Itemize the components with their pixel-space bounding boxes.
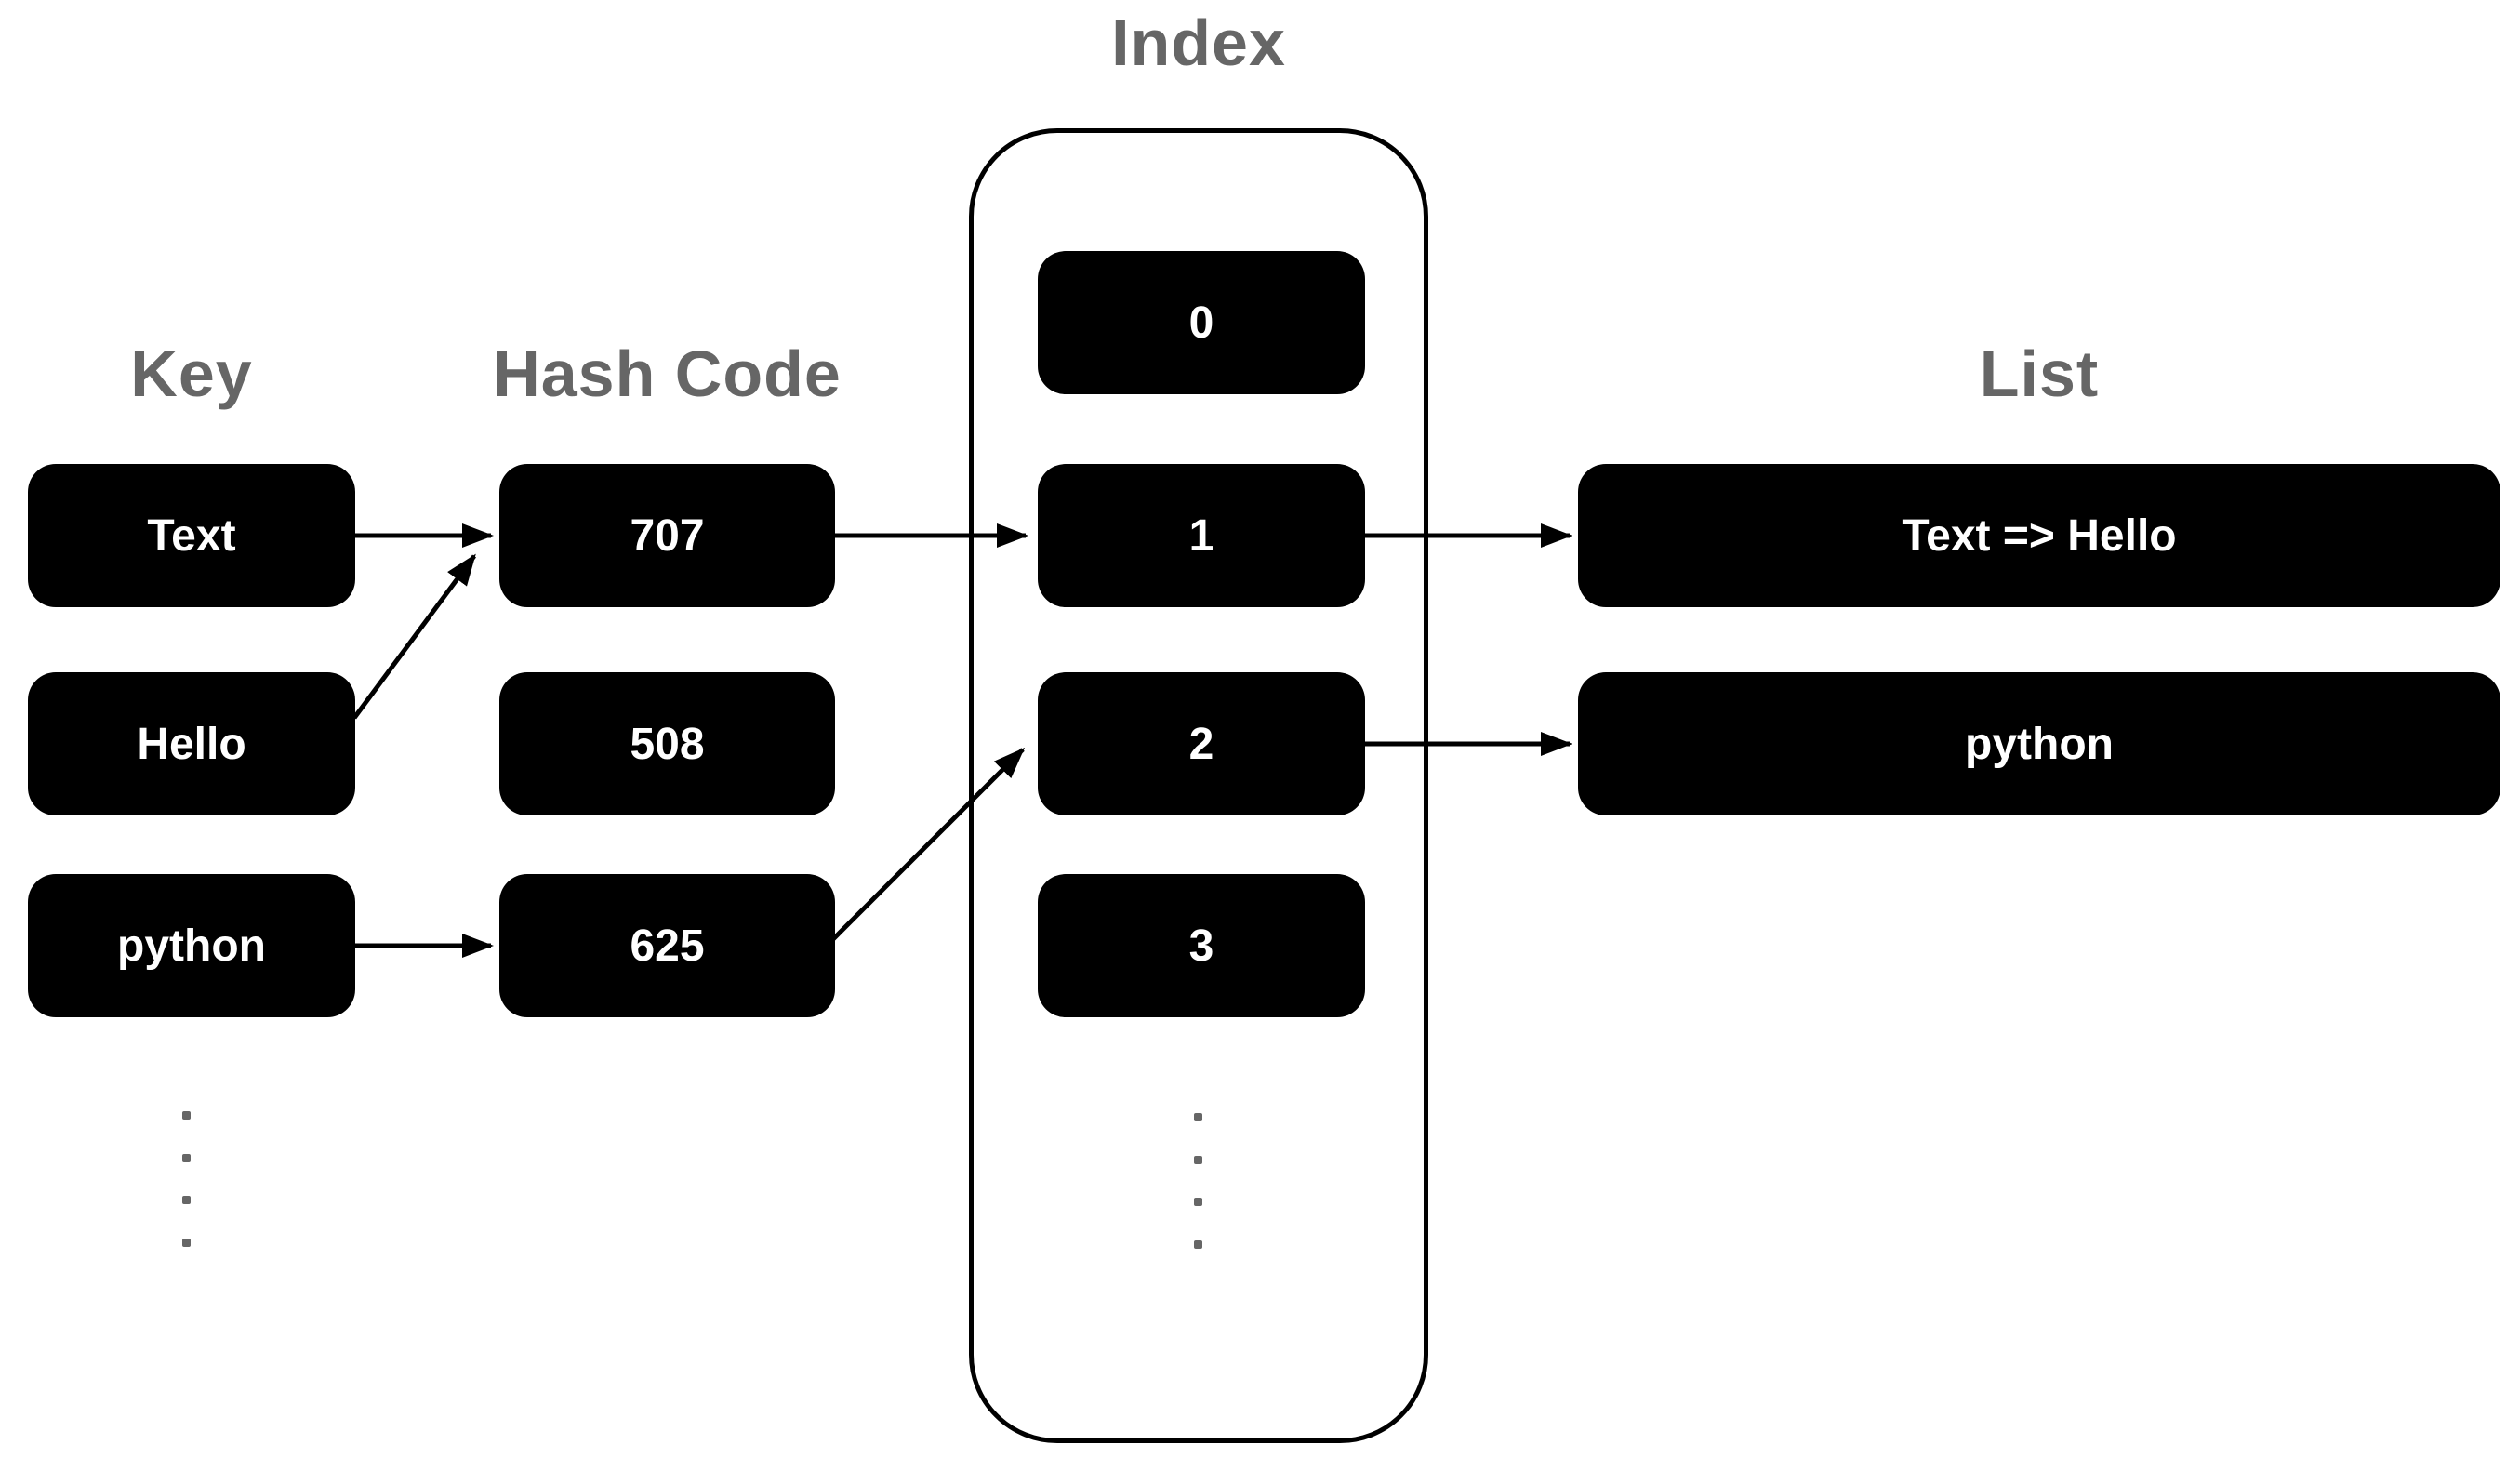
arrow-key-hello-to-hash-707 xyxy=(351,553,477,720)
ellipsis-dot xyxy=(182,1239,191,1247)
ellipsis-dot xyxy=(182,1196,191,1204)
index-column-header: Index xyxy=(1111,7,1286,79)
key-node-text: Text xyxy=(28,464,355,607)
ellipsis-dot xyxy=(1194,1198,1202,1206)
key-node-hello: Hello xyxy=(28,672,355,815)
list-node-text-hello: Text => Hello xyxy=(1578,464,2500,607)
key-node-python: python xyxy=(28,874,355,1017)
ellipsis-dot xyxy=(182,1111,191,1120)
key-column-header: Key xyxy=(130,338,253,410)
hash-node-625: 625 xyxy=(499,874,835,1017)
ellipsis-dot xyxy=(1194,1240,1202,1249)
ellipsis-dot xyxy=(1194,1156,1202,1164)
index-node-0: 0 xyxy=(1038,251,1365,394)
ellipsis-dot xyxy=(182,1154,191,1162)
hash-node-707: 707 xyxy=(499,464,835,607)
index-node-3: 3 xyxy=(1038,874,1365,1017)
hash-node-508: 508 xyxy=(499,672,835,815)
ellipsis-dot xyxy=(1194,1113,1202,1121)
index-node-2: 2 xyxy=(1038,672,1365,815)
list-node-python: python xyxy=(1578,672,2500,815)
hash-code-column-header: Hash Code xyxy=(493,338,842,410)
index-node-1: 1 xyxy=(1038,464,1365,607)
list-column-header: List xyxy=(1979,338,2100,410)
